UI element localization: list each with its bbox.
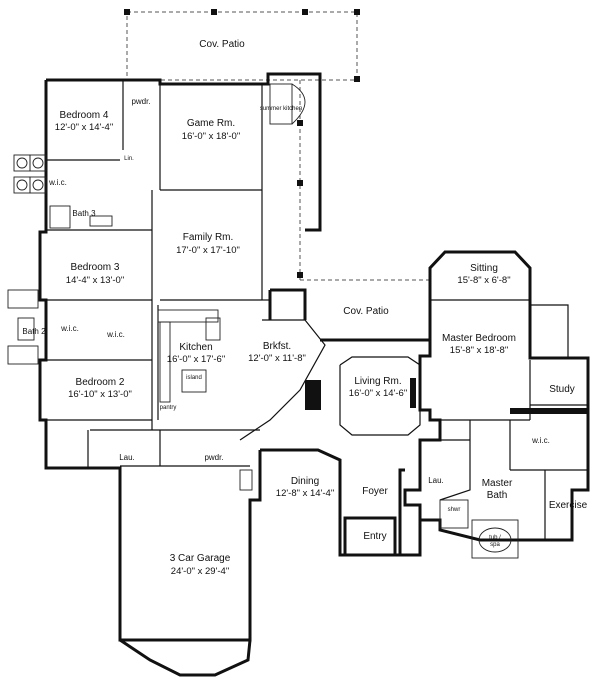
wic-top-label: w.i.c. (48, 178, 67, 187)
exterior-walls (38, 72, 590, 677)
brkfst-dims: 12'-0" x 11'-8" (248, 353, 306, 364)
laundry-left-label: Lau. (119, 453, 135, 462)
garage-dims: 24'-0" x 29'-4" (171, 566, 229, 577)
bedroom3-dims: 14'-4" x 13'-0" (66, 275, 124, 286)
entry-label: Entry (363, 531, 386, 542)
room-labels: Cov. Patio Bedroom 4 12'-0" x 14'-4" pwd… (22, 39, 587, 577)
game-room-name: Game Rm. (187, 118, 235, 129)
sitting-name: Sitting (470, 263, 498, 274)
sitting-dims: 15'-8" x 6'-8" (457, 275, 510, 286)
family-room-dims: 17'-0" x 17'-10" (176, 245, 240, 256)
kitchen-dims: 16'-0" x 17'-6" (167, 354, 225, 365)
foyer-label: Foyer (362, 486, 388, 497)
study-label: Study (549, 384, 575, 395)
island-label: island (186, 375, 202, 381)
game-room-dims: 16'-0" x 18'-0" (182, 131, 240, 142)
laundry-right-label: Lau. (428, 476, 444, 485)
living-room-dims: 16'-0" x 14'-6" (349, 388, 407, 399)
summer-kitchen-label: summer kitchen (260, 106, 302, 112)
interior-walls (46, 80, 588, 540)
bedroom4-dims: 12'-0" x 14'-4" (55, 122, 113, 133)
bedroom2-name: Bedroom 2 (76, 377, 125, 388)
master-bedroom-name: Master Bedroom (442, 333, 516, 344)
shower-label: shwr (448, 507, 461, 513)
bedroom2-dims: 16'-10" x 13'-0" (68, 389, 132, 400)
fixtures (7, 83, 588, 559)
bedroom4-name: Bedroom 4 (60, 110, 109, 121)
master-bath-name2: Bath (487, 490, 508, 501)
garage-name: 3 Car Garage (170, 553, 231, 564)
living-room-name: Living Rm. (354, 376, 401, 387)
spa-label: spa (490, 542, 500, 548)
dining-name: Dining (291, 476, 319, 487)
linen-label: Lin. (124, 156, 134, 162)
family-room-name: Family Rm. (183, 232, 234, 243)
wic-b2b-label: w.i.c. (106, 330, 125, 339)
wic-b2a-label: w.i.c. (60, 324, 79, 333)
pwdr-top-label: pwdr. (131, 97, 150, 106)
dining-dims: 12'-8" x 14'-4" (276, 488, 334, 499)
tub-label: tub / (489, 535, 501, 541)
master-bath-name: Master (482, 478, 513, 489)
bath3-label: Bath 3 (72, 209, 96, 218)
cov-patio-top-label: Cov. Patio (199, 39, 245, 50)
kitchen-name: Kitchen (179, 342, 212, 353)
pwdr-mid-label: pwdr. (204, 453, 223, 462)
exercise-label: Exercise (549, 500, 588, 511)
bedroom3-name: Bedroom 3 (71, 262, 120, 273)
covered-patio-top (124, 9, 430, 281)
master-bedroom-dims: 15'-8" x 18'-8" (450, 345, 508, 356)
pantry-label: pantry (160, 405, 177, 411)
brkfst-name: Brkfst. (263, 341, 291, 352)
wic-master-label: w.i.c. (531, 436, 550, 445)
cov-patio-mid-label: Cov. Patio (343, 306, 389, 317)
bath2-label: Bath 2 (22, 327, 46, 336)
